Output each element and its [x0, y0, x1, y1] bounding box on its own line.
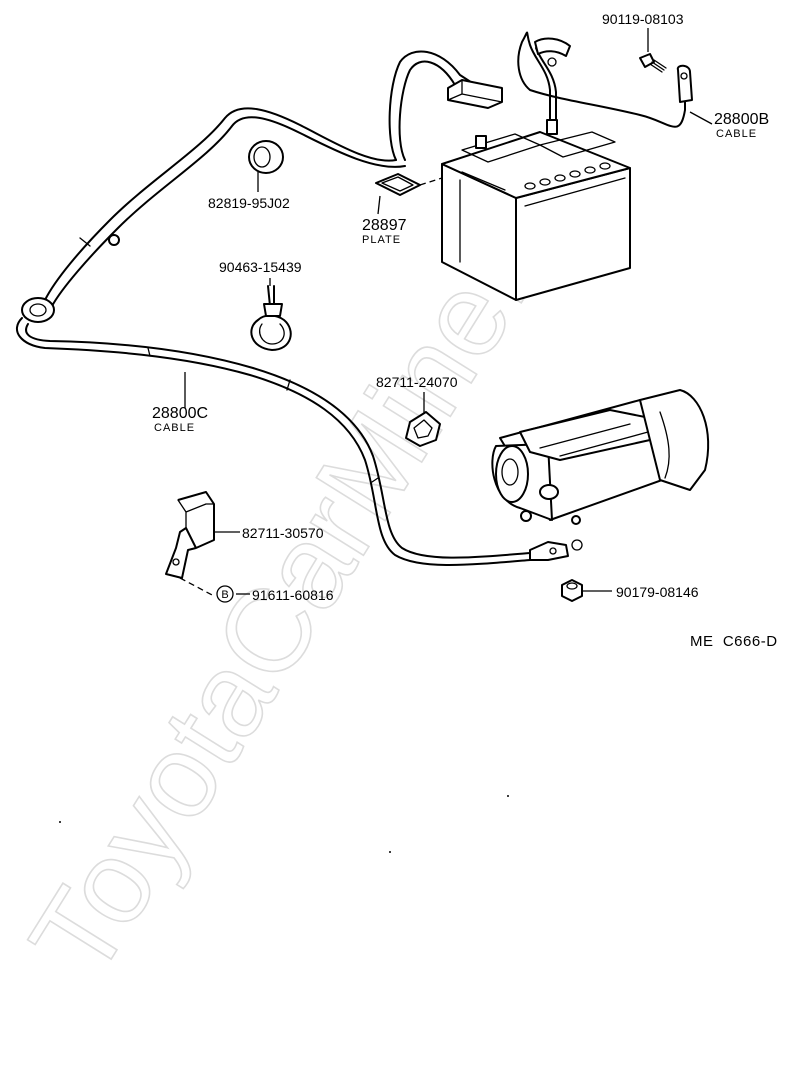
part-number-91611: 91611-60816 [252, 587, 334, 603]
bolt-90119 [639, 53, 667, 73]
caption-28800C: CABLE [154, 422, 195, 434]
bracket-82711-30570 [165, 491, 215, 597]
speck [389, 851, 391, 853]
speck [59, 821, 61, 823]
grommet-82819 [248, 140, 284, 174]
part-number-82711-24070: 82711-24070 [376, 374, 458, 390]
caption-28800B: CABLE [716, 128, 757, 140]
part-number-82819: 82819-95J02 [208, 195, 290, 211]
part-number-90119: 90119-08103 [602, 11, 684, 27]
battery [441, 119, 631, 301]
speck [507, 795, 509, 797]
part-number-28800B: 28800B [714, 111, 769, 128]
part-number-90179: 90179-08146 [616, 584, 699, 600]
part-number-28897: 28897 [362, 217, 407, 234]
part-number-90463: 90463-15439 [219, 259, 302, 275]
nut-90179 [561, 579, 583, 602]
reference-code: ME C666-D [690, 633, 778, 650]
starter-motor [491, 389, 710, 525]
cable-28800B [517, 31, 693, 128]
circled-b-symbol: B [216, 585, 234, 603]
clip-small [108, 234, 120, 246]
circled-b-letter: B [221, 589, 228, 601]
cable-28800C [16, 50, 583, 566]
leader-lines [184, 28, 713, 595]
caption-28897: PLATE [362, 234, 401, 246]
bracket-82711-24070 [405, 411, 441, 447]
plate-28897 [375, 173, 443, 196]
part-number-82711-30570: 82711-30570 [242, 525, 324, 541]
clamp-90463 [250, 285, 292, 351]
part-number-28800C: 28800C [152, 405, 208, 422]
